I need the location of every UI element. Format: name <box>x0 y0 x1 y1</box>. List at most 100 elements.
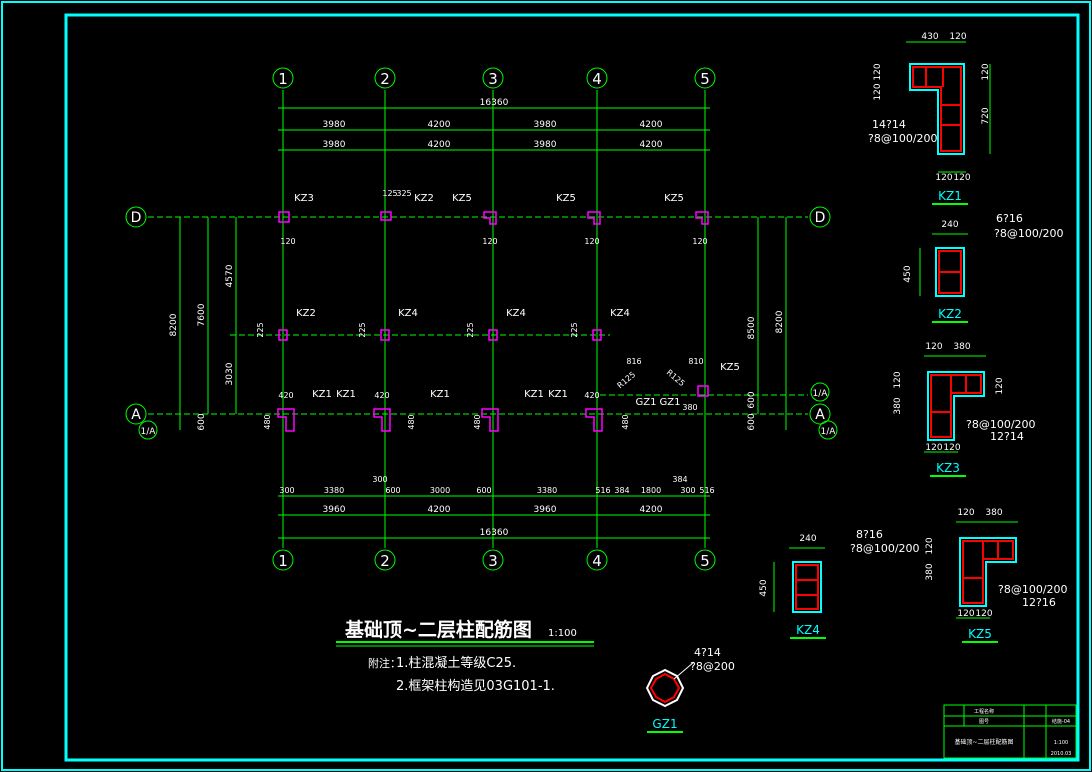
bottom-detail-dim-11: 384 <box>672 475 687 484</box>
kz5-stirrup: ?8@100/200 <box>998 583 1068 596</box>
kz3-label: KZ3 <box>936 461 960 475</box>
small-dim-325: 325 <box>396 189 411 198</box>
small-dim-120-b: 120 <box>482 237 497 246</box>
kz2-height: 450 <box>903 265 913 282</box>
drawing-title: 基础顶~二层柱配筋图 <box>344 618 532 641</box>
small-dim-r125-a: R125 <box>616 370 638 390</box>
small-dim-380: 380 <box>682 403 697 412</box>
top-dim-4: 4200 <box>640 120 663 130</box>
label-row-d-5: KZ5 <box>664 193 684 204</box>
title-block-row-2: 图号 <box>979 719 989 725</box>
detail-gz1 <box>645 661 695 708</box>
top-dimensions <box>278 107 710 151</box>
bottom-dimensions <box>278 495 710 539</box>
left-dim-3030: 3030 <box>225 362 235 385</box>
small-dim-r125-b: R125 <box>665 368 687 388</box>
axis-1a-left: 1/A <box>141 427 157 437</box>
axis-2-top: 2 <box>380 70 390 88</box>
top-dim-2: 4200 <box>428 120 451 130</box>
axis-d-left: D <box>131 210 142 226</box>
note-1: 1.柱混凝土等级C25. <box>396 655 516 671</box>
kz4-width: 240 <box>799 534 816 544</box>
right-dim-8500: 8500 <box>747 316 757 339</box>
axis-4-bottom: 4 <box>592 552 602 570</box>
top-dim-r2-4: 4200 <box>640 140 663 150</box>
axis-3-bottom: 3 <box>488 552 498 570</box>
top-dim-r2-2: 4200 <box>428 140 451 150</box>
left-dim-600: 600 <box>197 413 207 430</box>
kz3-dim-120-b2: 120 <box>943 443 960 453</box>
note-2: 2.框架柱构造见03G101-1. <box>396 679 555 694</box>
small-dim-120-c: 120 <box>584 237 599 246</box>
kz3-rebar: 12?14 <box>990 430 1024 443</box>
kz2-label: KZ2 <box>938 307 962 321</box>
small-dim-480-b: 480 <box>407 414 416 429</box>
detail-kz5 <box>956 521 1018 619</box>
kz1-stirrup: ?8@100/200 <box>868 132 938 145</box>
right-dim-8200: 8200 <box>775 310 785 333</box>
small-dim-480-c: 480 <box>473 414 482 429</box>
top-dim-r2-3: 3980 <box>534 140 557 150</box>
kz2-width: 240 <box>941 220 958 230</box>
kz1-dim-120-b2: 120 <box>953 173 970 183</box>
gz1-label: GZ1 <box>652 717 677 731</box>
kz1-rebar: 14?14 <box>872 118 906 131</box>
kz5-dim-380-left: 380 <box>925 563 935 580</box>
kz3-dim-380-left: 380 <box>893 397 903 414</box>
gz1-rebar: 4?14 <box>694 646 721 659</box>
small-dim-225-b: 225 <box>358 322 367 337</box>
kz1-dim-120-l2: 120 <box>873 83 883 100</box>
bottom-detail-dim-4: 600 <box>385 486 400 495</box>
bottom-detail-dim-3: 300 <box>372 475 387 484</box>
right-dim-600-a: 600 <box>747 413 757 430</box>
kz3-dim-120-b1: 120 <box>925 443 942 453</box>
detail-kz2 <box>919 233 968 297</box>
columns-row-d <box>278 211 709 225</box>
bottom-axis-bubbles: 1 2 3 4 5 <box>272 549 716 571</box>
label-row-mid-2: KZ4 <box>398 308 418 319</box>
left-dim-4570: 4570 <box>225 264 235 287</box>
top-axis-bubbles: 1 2 3 4 5 <box>272 67 716 89</box>
bottom-total-dim: 16360 <box>480 528 509 538</box>
kz3-dim-120-top: 120 <box>925 342 942 352</box>
kz1-dim-430: 430 <box>921 32 938 42</box>
kz5-dim-120-b1: 120 <box>957 609 974 619</box>
left-dim-8200: 8200 <box>169 313 179 336</box>
bottom-detail-dim-8: 516 <box>595 486 610 495</box>
side-axis-bubbles: D D A A 1/A 1/A 1/A <box>125 206 838 440</box>
bottom-detail-dim-6: 600 <box>476 486 491 495</box>
title-block-value-3: 2010.03 <box>1051 751 1072 757</box>
title-block-row-3: 基础顶~二层柱配筋图 <box>954 738 1013 746</box>
title-block-row-1: 工程名称 <box>974 708 994 715</box>
small-dim-120-a: 120 <box>280 237 295 246</box>
top-dim-r2-1: 3980 <box>323 140 346 150</box>
bottom-dim-1: 3960 <box>323 505 346 515</box>
title-block-value-1: 结施-04 <box>1052 718 1070 725</box>
kz1-dim-120-b1: 120 <box>935 173 952 183</box>
bottom-dim-3: 3960 <box>534 505 557 515</box>
label-row-mid-1: KZ2 <box>296 308 316 319</box>
title-block-value-2: 1:100 <box>1054 740 1068 746</box>
label-row-d-3: KZ5 <box>452 193 472 204</box>
axis-4-top: 4 <box>592 70 602 88</box>
label-row-a-5: KZ1 <box>430 389 450 400</box>
bottom-detail-dim-5: 3000 <box>430 486 450 495</box>
top-dim-1: 3980 <box>323 120 346 130</box>
axis-5-top: 5 <box>700 70 710 88</box>
axis-1a-right: 1/A <box>821 427 837 437</box>
axis-5-bottom: 5 <box>700 552 710 570</box>
kz4-label: KZ4 <box>796 623 820 637</box>
left-dimensions <box>179 217 237 430</box>
small-dim-810: 810 <box>688 357 703 366</box>
kz5-dim-380-top: 380 <box>985 508 1002 518</box>
label-row-mid-3: KZ4 <box>506 308 526 319</box>
axis-1-top: 1 <box>278 70 288 88</box>
small-dim-225-a: 225 <box>256 322 265 337</box>
inner-frame <box>64 13 1080 762</box>
kz3-dim-120-left: 120 <box>893 371 903 388</box>
axis-a-left: A <box>131 407 141 423</box>
axis-1a-right-top: 1/A <box>813 389 829 399</box>
axis-d-right: D <box>815 210 826 226</box>
